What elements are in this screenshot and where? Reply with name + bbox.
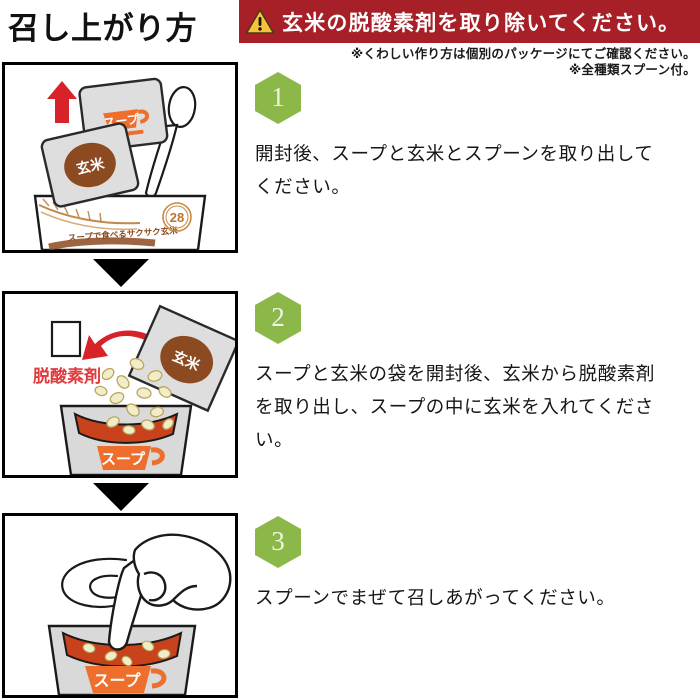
step-2-line-1: スープと玄米の袋を開封後、玄米から脱酸素剤	[255, 363, 655, 384]
svg-text:脱酸素剤: 脱酸素剤	[33, 366, 101, 386]
soup-cup-shape: スープ	[47, 624, 197, 695]
rice-sachet-shape: 玄米	[40, 122, 140, 208]
warning-text: 玄米の脱酸素剤を取り除いてください。	[282, 11, 681, 35]
svg-text:スープ: スープ	[101, 451, 146, 468]
rice-grains	[94, 357, 174, 435]
flow-arrow-2	[93, 483, 149, 511]
warning-triangle-icon	[245, 9, 275, 34]
rice-sachet-pouring-shape: 玄米	[127, 304, 235, 413]
step-3: 3 スプーンでまぜて召しあがってください。	[255, 516, 695, 614]
step-1-illustration: スープで食べるサクサク玄米 28 スープ	[2, 62, 238, 253]
step-3-text: スプーンでまぜて召しあがってください。	[255, 581, 695, 614]
transfer-arrow-icon	[82, 330, 157, 360]
page-title: 召し上がり方	[8, 10, 197, 46]
rice-grains-in-soup	[82, 640, 171, 667]
step-1-text: 開封後、スープと玄米とスプーンを取り出して ください。	[255, 137, 695, 203]
oxygen-absorber-label: 脱酸素剤 脱酸素剤	[31, 364, 103, 388]
soup-cup-icon: スープ	[97, 446, 165, 470]
soup-cup-shape: スープ	[59, 404, 193, 475]
step-2-number: 2	[271, 301, 285, 332]
step-2-text: スープと玄米の袋を開封後、玄米から脱酸素剤 を取り出し、スープの中に玄米を入れて…	[255, 357, 695, 456]
note-line-1: ※くわしい作り方は個別のパッケージにてご確認ください。	[350, 47, 696, 61]
up-arrow-icon	[47, 81, 77, 123]
package-badge-28: 28	[162, 202, 192, 232]
svg-text:スープ: スープ	[93, 671, 141, 690]
pour-rice-drawing: 玄米 スープ	[31, 304, 235, 475]
step-3-line-1: スプーンでまぜて召しあがってください。	[255, 587, 616, 608]
step-3-illustration: スープ	[2, 513, 238, 698]
step-1-badge: 1	[255, 72, 301, 124]
step-1-number: 1	[271, 81, 285, 112]
step-2-illustration: 玄米 スープ	[2, 291, 238, 478]
step-2: 2 スープと玄米の袋を開封後、玄米から脱酸素剤 を取り出し、スープの中に玄米を入…	[255, 292, 695, 456]
stir-motion-lines	[61, 557, 128, 608]
svg-text:脱酸素剤: 脱酸素剤	[33, 366, 101, 386]
hand-shape	[132, 533, 232, 611]
step-2-badge: 2	[255, 292, 301, 344]
flow-arrow-1	[93, 259, 149, 287]
svg-text:28: 28	[170, 210, 184, 225]
soup-cup-icon: スープ	[85, 666, 167, 693]
stir-soup-drawing: スープ	[47, 533, 232, 695]
svg-text:玄米: 玄米	[75, 155, 107, 177]
step-2-line-3: い。	[255, 429, 294, 450]
step-2-line-2: を取り出し、スープの中に玄米を入れてくださ	[255, 396, 654, 417]
warning-banner: 玄米の脱酸素剤を取り除いてください。	[239, 0, 700, 43]
open-package-drawing: スープで食べるサクサク玄米 28 スープ	[33, 77, 207, 250]
oxygen-absorber-shape	[50, 320, 82, 358]
note-block: ※くわしい作り方は個別のパッケージにてご確認ください。 ※全種類スプーン付。	[276, 46, 696, 78]
step-1-line-2: ください。	[255, 176, 351, 197]
note-line-2: ※全種類スプーン付。	[568, 63, 696, 77]
step-3-number: 3	[271, 525, 285, 556]
step-1-line-1: 開封後、スープと玄米とスプーンを取り出して	[255, 143, 654, 164]
package-box-shape: スープで食べるサクサク玄米 28	[33, 194, 207, 250]
step-1: 1 開封後、スープと玄米とスプーンを取り出して ください。	[255, 72, 695, 203]
step-3-badge: 3	[255, 516, 301, 568]
